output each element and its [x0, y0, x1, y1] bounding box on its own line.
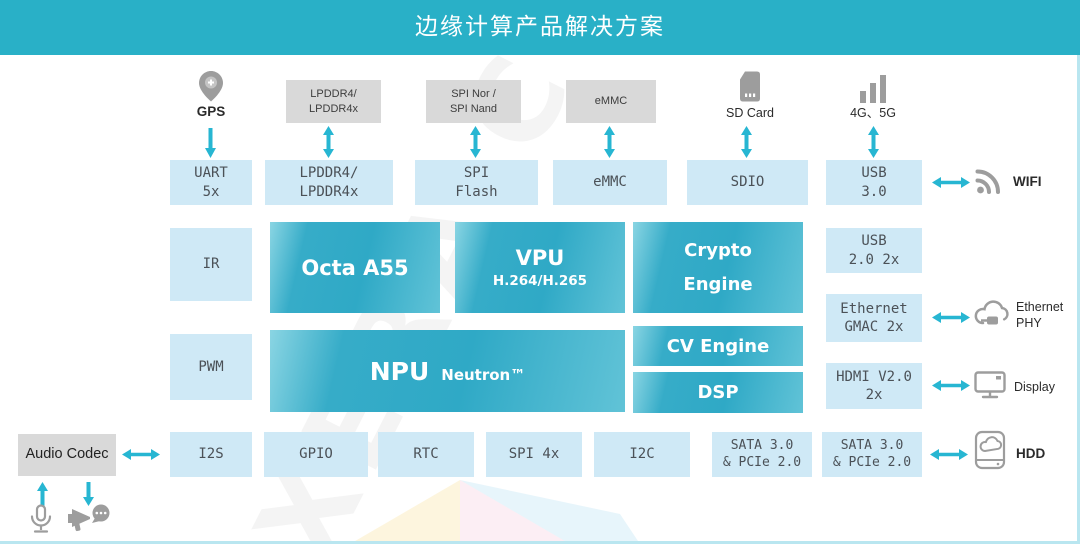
ext-emmc-box: eMMC [566, 80, 656, 123]
block-npu: NPU Neutron™ [270, 330, 625, 412]
monitor-icon [974, 371, 1006, 399]
npu-title: NPU [369, 356, 430, 386]
block-rtc: RTC [378, 432, 474, 477]
double-arrow-vertical-icon [323, 126, 334, 158]
octa-a55-label: Octa A55 [301, 255, 409, 280]
crypto-engine-label: Crypto Engine [683, 240, 753, 295]
title-banner: 边缘计算产品解决方案 [0, 0, 1080, 55]
ext-spi-box: SPI Nor / SPI Nand [426, 80, 521, 123]
audio-codec-box: Audio Codec [18, 434, 116, 476]
block-cv-engine: CV Engine [633, 326, 803, 366]
block-sata-pcie-1: SATA 3.0 & PCIe 2.0 [712, 432, 812, 477]
down-arrow-icon [205, 128, 216, 158]
double-arrow-vertical-icon [604, 126, 615, 158]
block-i2s: I2S [170, 432, 252, 477]
down-arrow-icon [83, 482, 94, 506]
block-dsp: DSP [633, 372, 803, 413]
double-arrow-horizontal-icon [932, 380, 970, 391]
wifi-label: WIFI [1013, 174, 1042, 189]
dsp-label: DSP [697, 382, 739, 403]
double-arrow-horizontal-icon [932, 312, 970, 323]
page-title: 边缘计算产品解决方案 [415, 14, 665, 40]
sd-card-icon [740, 71, 760, 102]
cv-engine-label: CV Engine [666, 335, 770, 357]
double-arrow-horizontal-icon [122, 449, 160, 460]
block-spi-flash: SPI Flash [415, 160, 538, 205]
double-arrow-horizontal-icon [930, 449, 968, 460]
block-crypto-engine: Crypto Engine [633, 222, 803, 313]
block-pwm: PWM [170, 334, 252, 400]
block-usb3: USB 3.0 [826, 160, 922, 205]
block-sata-pcie-2: SATA 3.0 & PCIe 2.0 [822, 432, 922, 477]
right-edge-border [1077, 55, 1080, 544]
display-label: Display [1014, 380, 1055, 394]
block-sdio: SDIO [687, 160, 808, 205]
double-arrow-horizontal-icon [932, 177, 970, 188]
prism-logo-watermark [350, 480, 640, 544]
block-usb2: USB 2.0 2x [826, 228, 922, 273]
ext-lpddr-box: LPDDR4/ LPDDR4x [286, 80, 381, 123]
signal-bars-icon [860, 75, 886, 103]
megaphone-icon [68, 504, 110, 532]
block-hdmi: HDMI V2.0 2x [826, 363, 922, 409]
wifi-icon [975, 169, 1000, 194]
double-arrow-vertical-icon [470, 126, 481, 158]
block-i2c: I2C [594, 432, 690, 477]
block-ir: IR [170, 228, 252, 301]
block-vpu: VPU H.264/H.265 [455, 222, 625, 313]
block-octa-a55: Octa A55 [270, 222, 440, 313]
gps-pin-icon [199, 71, 223, 102]
double-arrow-vertical-icon [868, 126, 879, 158]
gps-label: GPS [196, 104, 226, 119]
vpu-subtitle: H.264/H.265 [492, 273, 588, 289]
vpu-title: VPU [515, 246, 565, 270]
bottom-edge-border [0, 541, 1080, 544]
block-spi4x: SPI 4x [486, 432, 582, 477]
block-uart: UART 5x [170, 160, 252, 205]
cloud-plug-icon [974, 300, 1009, 325]
up-arrow-icon [37, 482, 48, 506]
double-arrow-vertical-icon [741, 126, 752, 158]
block-ethernet-gmac: Ethernet GMAC 2x [826, 294, 922, 342]
block-gpio: GPIO [264, 432, 368, 477]
microphone-icon [30, 504, 52, 533]
ethernet-phy-label: Ethernet PHY [1016, 300, 1064, 330]
npu-subtitle: Neutron™ [441, 365, 526, 384]
block-lpddr: LPDDR4/ LPDDR4x [265, 160, 393, 205]
hdd-icon [974, 430, 1006, 470]
sd-card-label: SD Card [726, 106, 774, 120]
block-emmc: eMMC [553, 160, 667, 205]
cellular-label: 4G、5G [850, 106, 896, 120]
hdd-label: HDD [1016, 446, 1046, 461]
